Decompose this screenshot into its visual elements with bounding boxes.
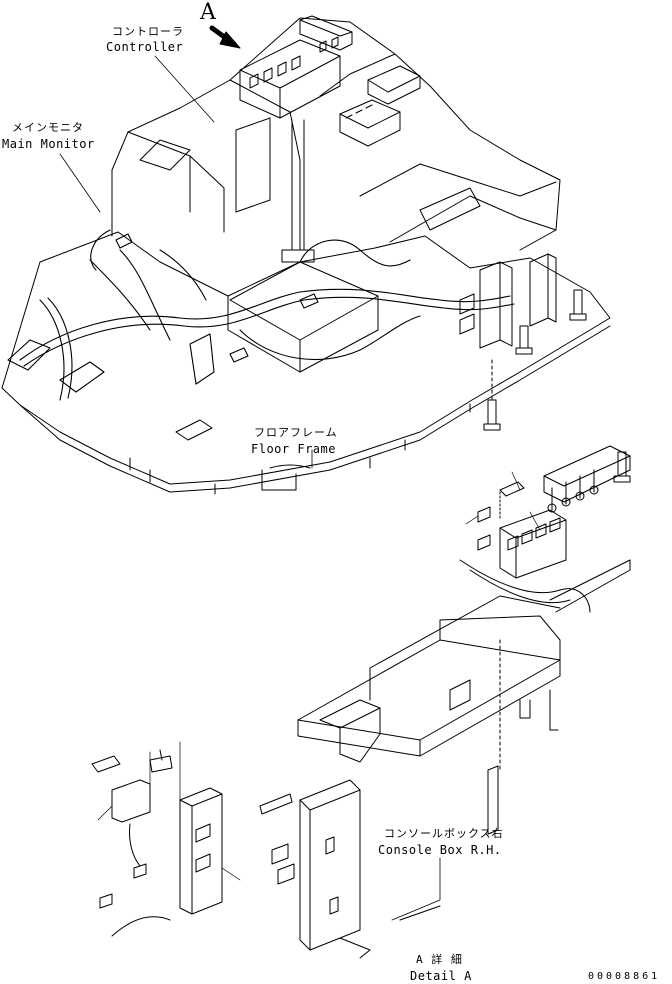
leader-lines — [59, 55, 441, 921]
cab-body — [111, 17, 561, 373]
detail-a-label-jp: A 詳 細 — [416, 953, 463, 966]
controller-unit — [239, 15, 353, 119]
console-box-label-jp: コンソールボックス右 — [384, 827, 504, 840]
console-box-panel — [91, 749, 441, 959]
console-box-frame — [297, 559, 631, 835]
relay-block — [339, 65, 421, 147]
controller-label-en: Controller — [106, 40, 184, 54]
floor-frame-outline — [1, 231, 611, 495]
right-terminals — [459, 253, 587, 431]
drawing-number: 00008861 — [588, 971, 661, 982]
callout-leaders — [97, 471, 541, 881]
main-monitor-label-jp: メインモニタ — [12, 121, 84, 134]
view-arrow-a — [209, 25, 241, 49]
controller-label-jp: コントローラ — [112, 25, 184, 38]
floor-frame-label-en: Floor Frame — [251, 442, 336, 456]
detail-a-relays — [459, 445, 631, 613]
detail-a-label-en: Detail A — [410, 969, 472, 983]
view-marker-a: A — [200, 0, 216, 25]
console-box-label-en: Console Box R.H. — [378, 843, 502, 857]
harness-riser — [235, 117, 315, 263]
main-monitor-label-en: Main Monitor — [2, 137, 95, 151]
floor-frame-label-jp: フロアフレーム — [254, 426, 338, 439]
wiring-harness — [7, 229, 515, 401]
